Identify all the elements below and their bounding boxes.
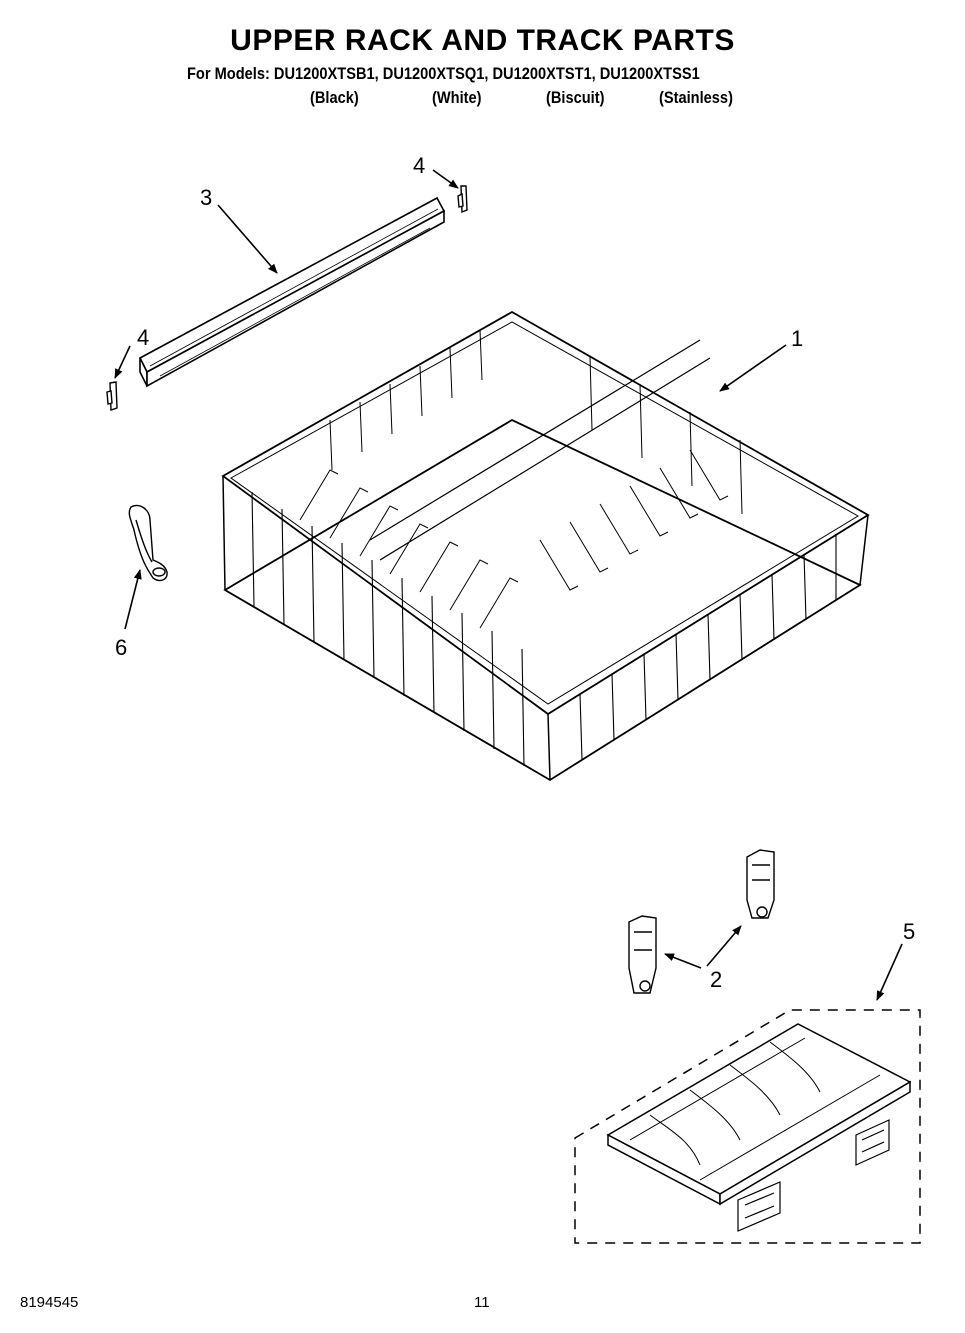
leader-lines bbox=[114, 169, 903, 1001]
callout-1: 1 bbox=[791, 326, 803, 351]
track-stop-part-left bbox=[106, 381, 118, 411]
callout-4-top: 4 bbox=[413, 153, 425, 178]
page-number: 11 bbox=[474, 1294, 490, 1311]
color-label-black: (Black) bbox=[310, 88, 359, 107]
tray-part bbox=[606, 1023, 912, 1206]
callout-4-left: 4 bbox=[137, 325, 149, 350]
rack-adjuster-part-lower bbox=[628, 915, 657, 994]
models-line: For Models: DU1200XTSB1, DU1200XTSQ1, DU… bbox=[187, 64, 700, 83]
callout-3: 3 bbox=[200, 185, 212, 210]
rack-adjuster-part-upper bbox=[746, 849, 775, 919]
tray-clip-part-left bbox=[737, 1181, 781, 1232]
color-label-white: (White) bbox=[432, 88, 482, 107]
callout-2: 2 bbox=[710, 967, 722, 992]
part5-dashed-box bbox=[574, 1009, 921, 1244]
page-title: UPPER RACK AND TRACK PARTS bbox=[230, 24, 735, 57]
track-stop-part-top bbox=[457, 185, 468, 214]
callout-5: 5 bbox=[903, 919, 915, 944]
color-label-biscuit: (Biscuit) bbox=[546, 88, 605, 107]
rack-clip-part bbox=[128, 504, 168, 582]
tray-clip-part-right bbox=[855, 1119, 890, 1166]
upper-rack-part bbox=[221, 310, 870, 782]
track-rail-part bbox=[138, 196, 446, 388]
doc-number: 8194545 bbox=[20, 1294, 79, 1311]
color-label-stainless: (Stainless) bbox=[659, 88, 733, 107]
callout-6: 6 bbox=[115, 635, 127, 660]
